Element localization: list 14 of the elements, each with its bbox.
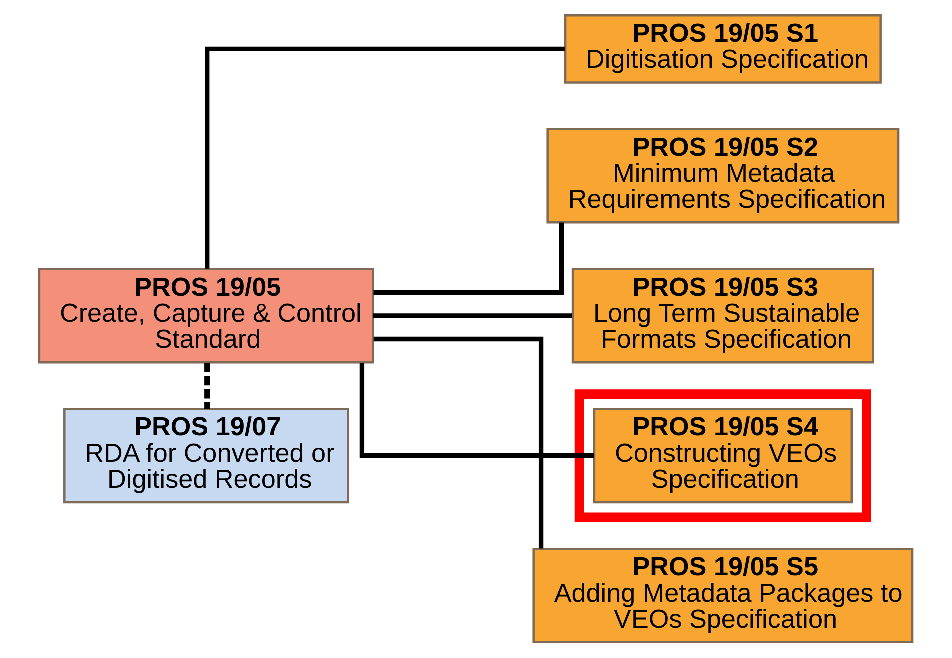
connector [360,363,594,458]
node-box: PROS 19/05 S3 Long Term Sustainable Formats Specification [572,268,874,364]
connector [204,363,210,410]
cluster [574,390,872,522]
node-box: PROS 19/05 S2 Minimum Metadata Requirements Specification [546,128,900,224]
connector [374,222,564,295]
node-box: PROS 19/05 Create, Capture & Control Standard [38,268,375,364]
connector [205,46,565,269]
connector [374,336,544,549]
node-box: PROS 19/05 S4 Constructing VEOs Specification [593,408,854,504]
node-box: PROS 19/07 RDA for Converted or Digitised Records [64,408,350,504]
node-box: PROS 19/05 S1 Digitisation Specification [564,14,882,84]
node-box: PROS 19/05 S5 Adding Metadata Packages to VEOs Specification [532,548,914,644]
connector [374,314,572,318]
